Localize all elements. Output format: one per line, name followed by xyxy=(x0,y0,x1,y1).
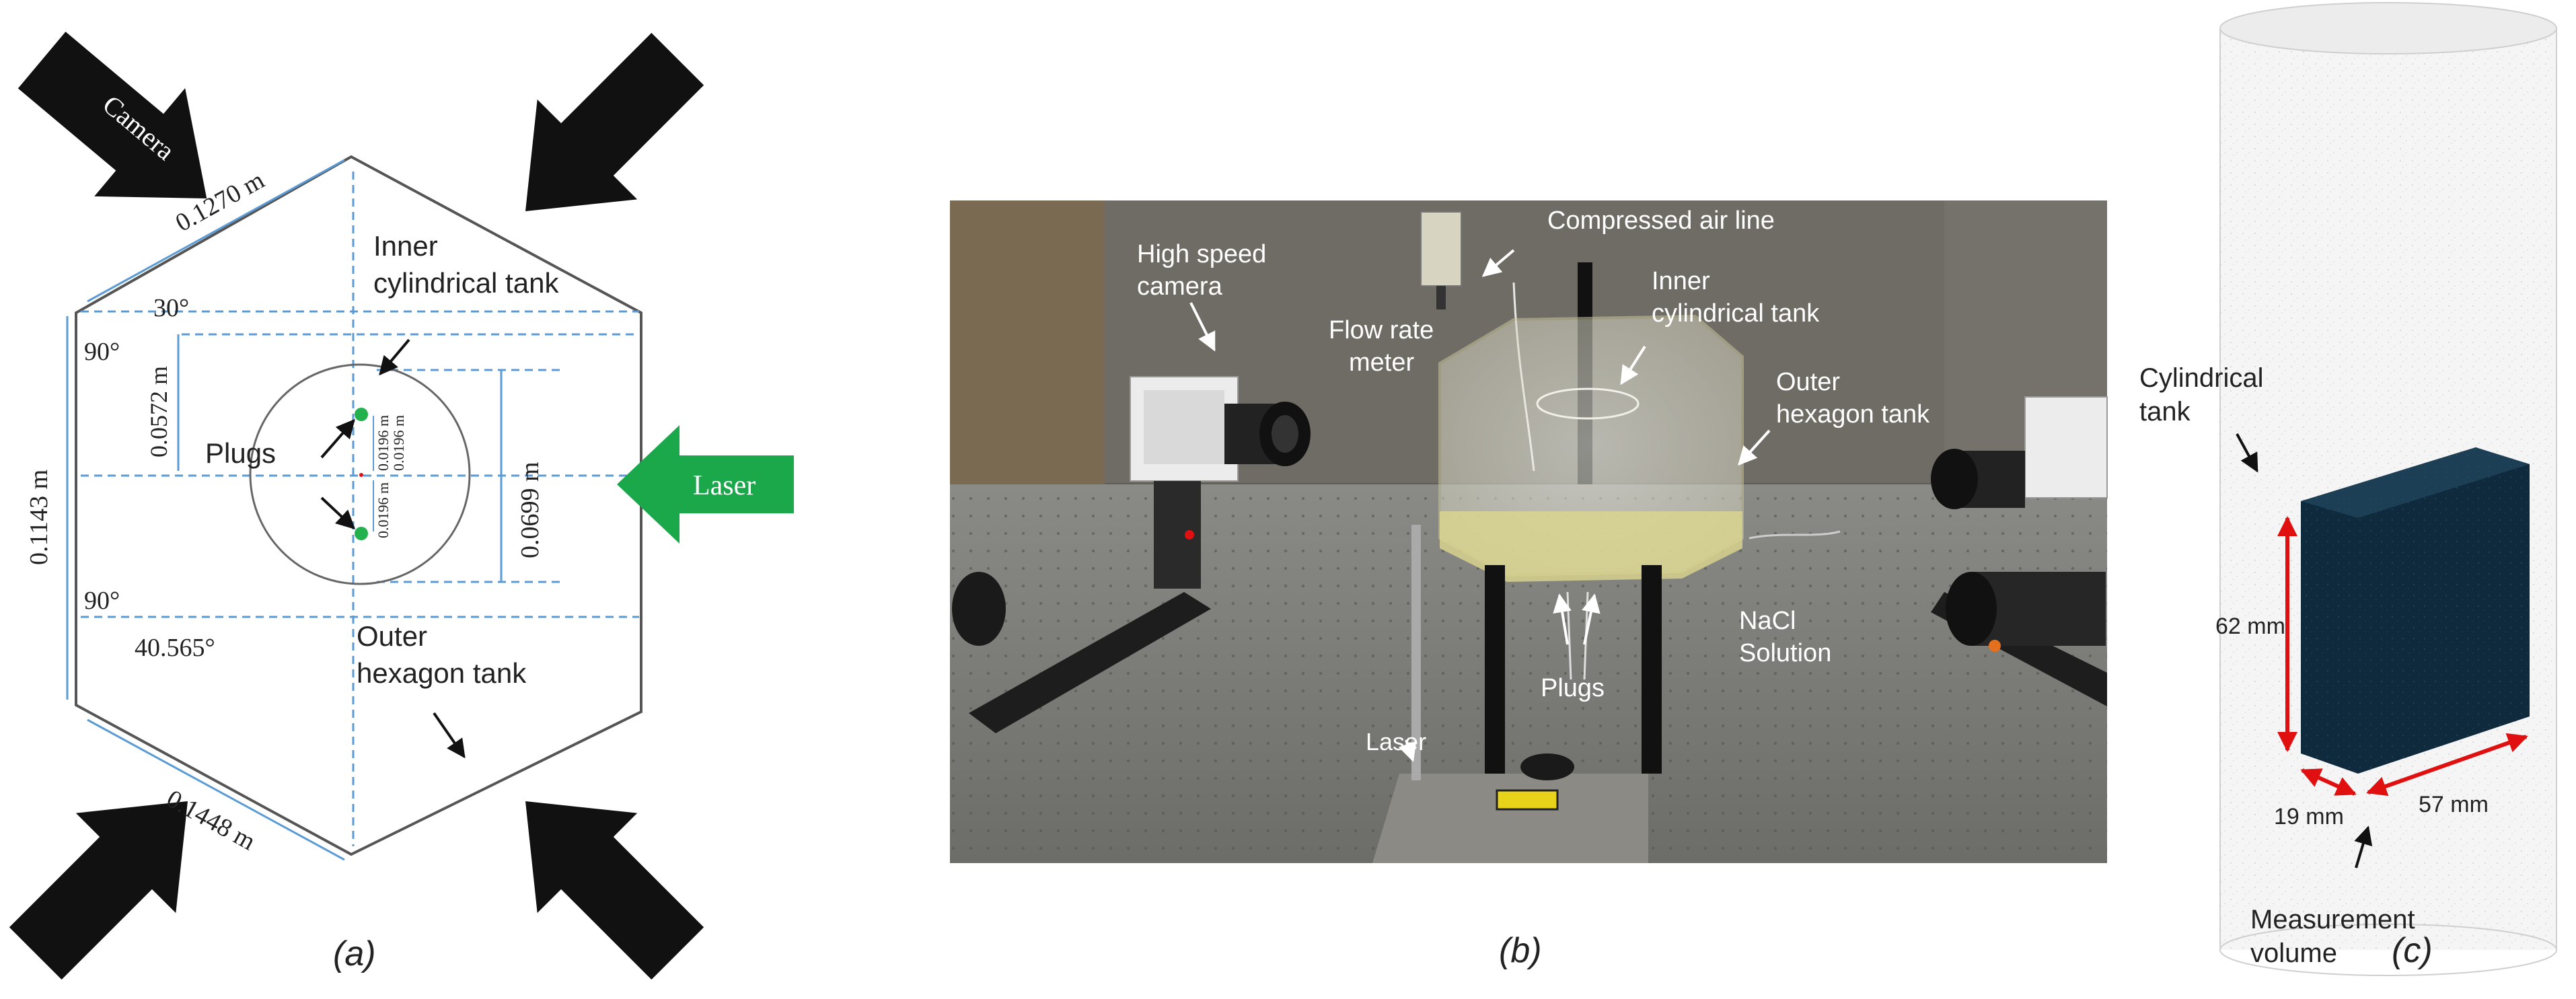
nacl-label-1: NaCl xyxy=(1739,607,1796,635)
angle-30-label: 30° xyxy=(153,294,189,322)
laser-arrow xyxy=(617,425,794,544)
inner-tank-pointer xyxy=(379,338,410,376)
laser-box xyxy=(1372,774,1648,863)
laser-pointer xyxy=(1398,739,1417,762)
camera-arrow-top-left xyxy=(0,0,114,27)
outer-tank-label-b-1: Outer xyxy=(1776,368,1840,396)
plugs-label: Plugs xyxy=(205,437,276,469)
lens-left-edge xyxy=(952,572,1006,646)
inner-tank-circle xyxy=(249,363,471,585)
plugs-pointer-1 xyxy=(1553,593,1572,645)
inner-tank-pointer-b xyxy=(1620,345,1646,385)
height-dim-label-c: 62 mm xyxy=(2215,614,2285,639)
plug-dim-label-1: 0.0196 m xyxy=(375,415,392,471)
width-dim xyxy=(2366,733,2528,797)
depth-dim xyxy=(2300,768,2357,796)
plug-bottom xyxy=(355,527,368,540)
air-line-label: Compressed air line xyxy=(1547,207,1775,235)
camera-arrow-tr xyxy=(525,32,704,211)
camera-arrow-br xyxy=(525,801,704,980)
tank-pointer-c xyxy=(2236,433,2258,473)
meas-label-2: volume xyxy=(2250,938,2337,968)
nacl-label-2: Solution xyxy=(1739,639,1831,667)
inner-cylinder xyxy=(1536,387,1640,420)
air-line-pointer xyxy=(1481,249,1515,277)
plug-pointer-bottom xyxy=(320,496,356,529)
angle-90-top-label: 90° xyxy=(84,338,120,366)
outer-tank-label-1: Outer xyxy=(357,620,427,652)
flow-rate-meter xyxy=(1420,211,1462,287)
nacl-line xyxy=(1749,530,1841,540)
plug-dim-label-2: 0.0196 m xyxy=(390,415,407,471)
laser-label: Laser xyxy=(693,470,756,501)
camera-arrow-bl xyxy=(9,801,188,980)
panel-a-schematic: Camera Laser 0.1270 m 0.1448 m 0.1143 m … xyxy=(0,0,794,980)
angle-90-bottom-label: 90° xyxy=(84,587,120,615)
meas-label-1: Measurement xyxy=(2250,905,2415,934)
camera-pointer xyxy=(1189,302,1216,352)
high-speed-camera-left xyxy=(1130,376,1311,589)
lower-edge-dim-line xyxy=(87,718,345,861)
panel-a-caption: (a) xyxy=(333,934,376,973)
plug-dim-label-3: 0.0196 m xyxy=(375,482,392,538)
camera-label-b-1: High speed xyxy=(1137,240,1266,268)
outer-hexagon-outline xyxy=(75,155,642,856)
laser-warning-sign xyxy=(1496,789,1559,811)
inner-tank-label-1: Inner xyxy=(373,230,438,262)
angle-40-label: 40.565° xyxy=(135,634,215,662)
volume-pointer xyxy=(2354,825,2373,868)
flow-label-2: meter xyxy=(1349,348,1414,377)
laser-label-b: Laser xyxy=(1366,728,1426,755)
panel-c-caption: (c) xyxy=(2392,931,2433,970)
flow-label-1: Flow rate xyxy=(1329,316,1434,344)
cyl-tank-label-1: Cylindrical xyxy=(2139,363,2264,393)
outer-tank-label-2: hexagon tank xyxy=(357,657,527,689)
inner-tank-label-2: cylindrical tank xyxy=(373,267,559,299)
plug-pointer-top xyxy=(320,418,355,459)
inner-dim-label: 0.0699 m xyxy=(516,461,544,558)
outer-tank-pointer-b xyxy=(1738,429,1771,466)
camera-arrow-tl xyxy=(17,32,207,198)
cylinder-top xyxy=(2219,2,2557,54)
width-dim-label-c: 57 mm xyxy=(2419,792,2489,817)
post xyxy=(1411,525,1421,780)
depth-dim-label-c: 19 mm xyxy=(2274,804,2344,829)
inner-tank-label-b-1: Inner xyxy=(1652,267,1710,295)
offset-dim-label: 0.0572 m xyxy=(145,366,172,457)
camera-label-b-2: camera xyxy=(1137,272,1223,301)
plugs-pointer-2 xyxy=(1582,593,1600,645)
panel-c-volume: Cylindrical tank 62 mm 19 mm 57 mm Measu… xyxy=(2139,2,2557,976)
panel-b-caption: (b) xyxy=(1499,931,1542,970)
camera-rail-left xyxy=(969,592,1211,733)
panel-b-photo: High speed camera Flow rate meter Compre… xyxy=(950,200,2108,970)
outer-tank-pointer xyxy=(433,712,466,759)
tank-leg-right xyxy=(1642,565,1662,774)
cyl-tank-label-2: tank xyxy=(2139,397,2191,427)
center-point xyxy=(359,473,363,477)
plug-top xyxy=(355,408,368,421)
outer-tank-label-b-2: hexagon tank xyxy=(1776,400,1930,429)
height-dim-label: 0.1143 m xyxy=(25,470,53,565)
plugs-label-b: Plugs xyxy=(1541,674,1605,702)
top-edge-dim-line xyxy=(87,159,345,303)
tank-base-solution xyxy=(1440,511,1742,582)
tank-leg-left xyxy=(1485,565,1505,774)
high-speed-camera-right xyxy=(1931,396,2108,652)
inner-tank-label-b-2: cylindrical tank xyxy=(1652,299,1820,328)
